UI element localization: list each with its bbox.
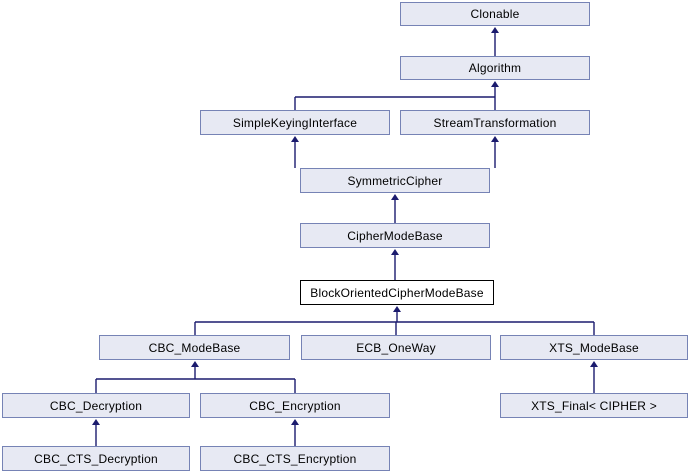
class-node-algorithm[interactable]: Algorithm <box>400 56 590 80</box>
class-node-blockorientedciphermodebase[interactable]: BlockOrientedCipherModeBase <box>300 280 494 305</box>
class-node-label: StreamTransformation <box>433 115 557 130</box>
class-node-label: ECB_OneWay <box>356 340 436 355</box>
class-node-label: CBC_CTS_Decryption <box>34 451 158 466</box>
class-node-label: CipherModeBase <box>347 228 443 243</box>
class-node-cbc_encryption[interactable]: CBC_Encryption <box>200 393 390 418</box>
class-node-label: Algorithm <box>468 61 522 75</box>
class-node-cbc_modebase[interactable]: CBC_ModeBase <box>99 335 290 360</box>
class-node-streamtransformation[interactable]: StreamTransformation <box>400 110 590 135</box>
class-node-symmetriccipher[interactable]: SymmetricCipher <box>300 168 490 193</box>
class-node-simplekeyinginterface[interactable]: SimpleKeyingInterface <box>200 110 390 135</box>
class-node-ecb_oneway[interactable]: ECB_OneWay <box>301 335 491 360</box>
class-node-cbc_cts_decryption[interactable]: CBC_CTS_Decryption <box>2 446 190 471</box>
class-node-label: XTS_Final< CIPHER > <box>531 398 657 413</box>
class-node-label: SymmetricCipher <box>347 173 443 188</box>
class-node-label: CBC_Encryption <box>249 398 341 413</box>
class-node-ciphermodebase[interactable]: CipherModeBase <box>300 223 490 248</box>
class-node-xts_final[interactable]: XTS_Final< CIPHER > <box>500 393 688 418</box>
class-node-cbc_cts_encryption[interactable]: CBC_CTS_Encryption <box>200 446 390 471</box>
class-node-label: CBC_CTS_Encryption <box>233 451 357 466</box>
class-node-label: CBC_Decryption <box>49 398 143 413</box>
class-node-cbc_decryption[interactable]: CBC_Decryption <box>2 393 190 418</box>
class-node-label: Clonable <box>470 7 520 21</box>
class-node-clonable[interactable]: Clonable <box>400 2 590 26</box>
class-node-label: CBC_ModeBase <box>148 340 241 355</box>
class-node-label: BlockOrientedCipherModeBase <box>310 285 484 300</box>
class-node-label: XTS_ModeBase <box>549 340 639 355</box>
class-node-label: SimpleKeyingInterface <box>232 115 358 130</box>
class-node-xts_modebase[interactable]: XTS_ModeBase <box>500 335 688 360</box>
